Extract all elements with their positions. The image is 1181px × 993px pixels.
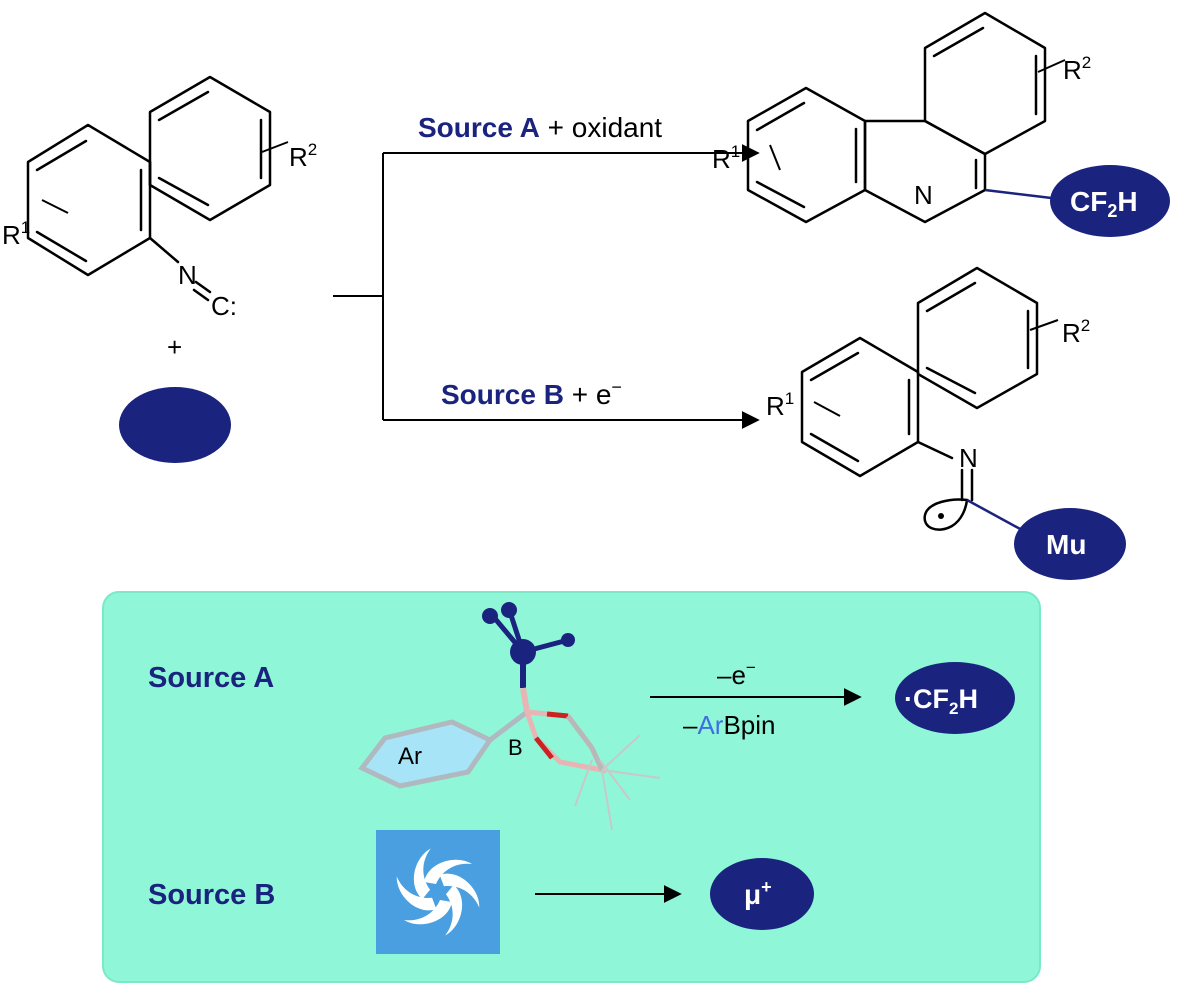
bottom-arrow-label: Source B + e− [441, 377, 622, 410]
aryl-label: Ar [398, 743, 422, 770]
reactant-ring-lower [26, 123, 152, 277]
radical-source-oval [119, 387, 231, 463]
phenanthridine-n-label: N [914, 180, 933, 210]
phenanthridine-ring-left [746, 86, 867, 224]
fluorine-atom [482, 608, 498, 624]
boron-label: B [508, 735, 523, 760]
imidoyl-ring-lower [800, 336, 920, 478]
source-panel-background [102, 591, 1041, 983]
mu-badge-label: Mu [1046, 529, 1086, 560]
isocyanide-c-label: C: [211, 291, 237, 321]
panel-source-a-label: Source A [148, 662, 274, 694]
phenanthridine-r2-label: R2 [1063, 53, 1091, 85]
muon-badge-label: μ+ [744, 877, 772, 910]
source-a-arrow-top-label: –e− [717, 658, 756, 690]
isocyanide-n-label: N [178, 260, 197, 290]
mu-badge [1014, 508, 1126, 580]
imidoyl-r2-label: R2 [1062, 316, 1090, 348]
reactant-ring-upper [148, 75, 272, 222]
muon-badge [710, 858, 814, 930]
reactant-r1-label: R1 [2, 218, 30, 250]
product-phenanthridine: R2 R1 N CF2H [712, 11, 1170, 237]
cf2h-radical-badge [895, 662, 1015, 734]
reactant-isocyanide: R1 R2 N C: [2, 75, 317, 321]
branching-arrows [333, 144, 760, 429]
phenanthridine-ring-upper [923, 11, 1047, 156]
muon-source-logo [376, 830, 500, 954]
cf2h-badge-label: CF2H [1070, 186, 1138, 221]
reactant-r2-label: R2 [289, 140, 317, 172]
hydrogen-atom [561, 633, 575, 647]
panel-source-b-label: Source B [148, 879, 275, 911]
product-imidoyl-radical: R2 R1 N Mu [766, 266, 1126, 580]
top-arrow-label: Source A + oxidant [418, 112, 662, 143]
cf2h-radical-label: ·CF2H [904, 684, 978, 718]
carbon-atom [510, 639, 536, 665]
plus-sign: + [167, 332, 182, 362]
source-a-structure: Ar B [358, 602, 661, 831]
phenanthridine-r1-label: R1 [712, 142, 740, 174]
source-a-arrow-bottom-label: –ArBpin [683, 710, 776, 740]
imidoyl-n-label: N [959, 443, 978, 473]
imidoyl-r1-label: R1 [766, 389, 794, 421]
fluorine-atom [501, 602, 517, 618]
imidoyl-ring-upper [916, 266, 1039, 410]
source-panel: Source A Source B [102, 591, 1041, 983]
cf2h-badge [1050, 165, 1170, 237]
